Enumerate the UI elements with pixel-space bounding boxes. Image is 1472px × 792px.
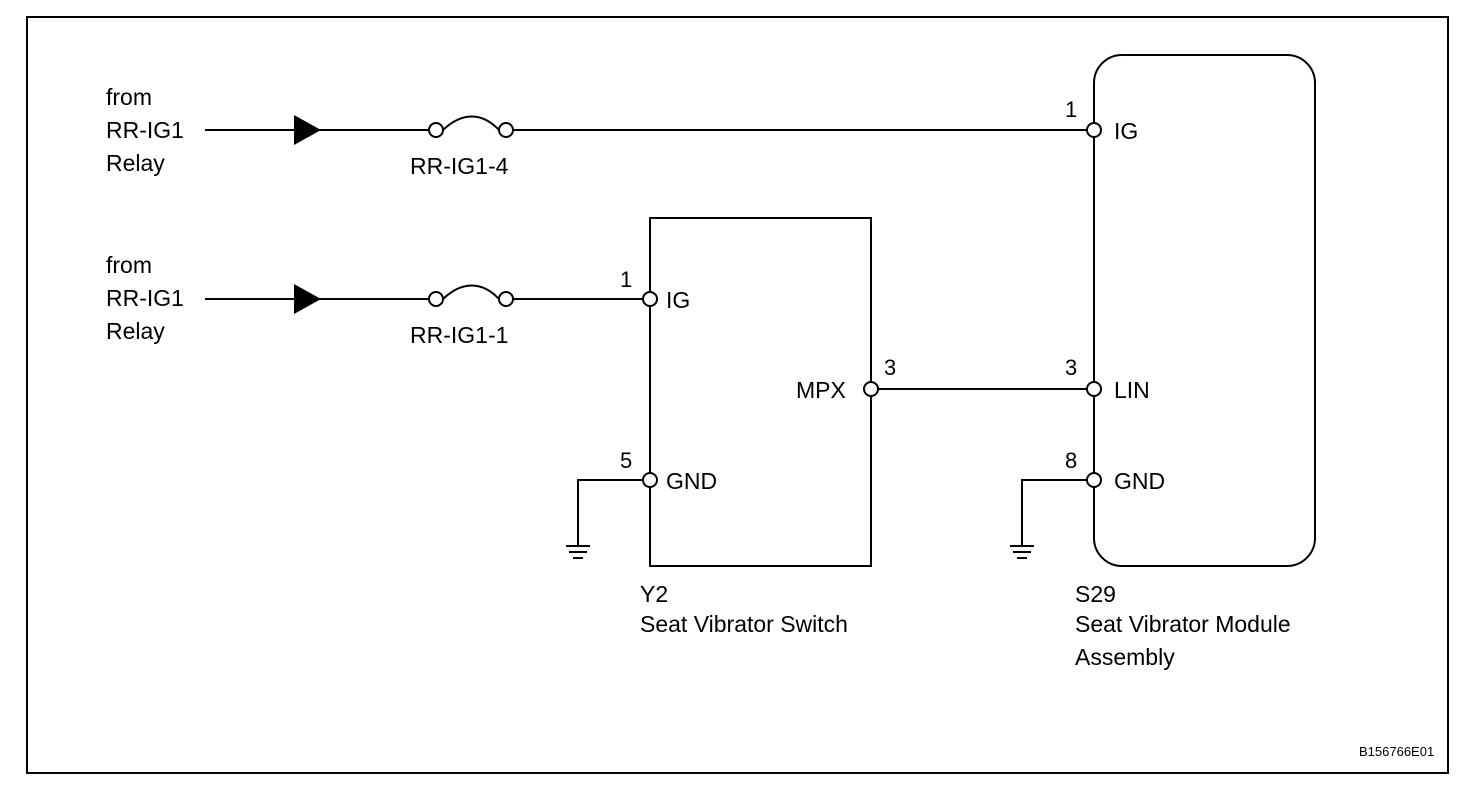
fuse-2-icon — [442, 284, 500, 300]
switch-code: Y2 — [640, 581, 668, 607]
fuse-1-terminal-left — [428, 122, 444, 138]
fuse-1-label: RR-IG1-4 — [410, 153, 509, 179]
module-pin-gnd-name: GND — [1114, 468, 1165, 494]
switch-pin-ig-terminal — [642, 291, 658, 307]
source-2-from: from — [106, 252, 152, 278]
source-2-relay-name: RR-IG1 — [106, 285, 184, 311]
module-name-line2: Assembly — [1075, 644, 1175, 670]
circuit-ig-switch: from RR-IG1 Relay RR-IG1-1 — [106, 252, 643, 348]
switch-name: Seat Vibrator Switch — [640, 611, 848, 637]
switch-ground-icon — [566, 545, 590, 559]
source-2-relay: Relay — [106, 318, 165, 344]
fuse-1-icon — [442, 115, 500, 131]
switch-pin-mpx-number: 3 — [884, 355, 896, 380]
source-1-arrow — [294, 115, 321, 145]
module-pin-lin-terminal — [1086, 381, 1102, 397]
module-pin-lin-name: LIN — [1114, 377, 1150, 403]
source-1-relay: Relay — [106, 150, 165, 176]
seat-vibrator-module: 1 IG 3 LIN 8 GND S29 Seat Vibrator Modul… — [1010, 54, 1316, 670]
source-1-from: from — [106, 84, 152, 110]
switch-ground-wire — [577, 479, 643, 546]
switch-pin-mpx-terminal — [863, 381, 879, 397]
module-code: S29 — [1075, 581, 1116, 607]
module-pin-gnd-number: 8 — [1065, 448, 1077, 473]
switch-pin-gnd-terminal — [642, 472, 658, 488]
switch-pin-ig-number: 1 — [620, 267, 632, 292]
module-pin-ig-name: IG — [1114, 118, 1138, 144]
fuse-2-label: RR-IG1-1 — [410, 322, 508, 348]
module-ground-icon — [1010, 545, 1034, 559]
source-2-arrow — [294, 284, 321, 314]
seat-vibrator-switch: 1 IG 3 MPX 5 GND Y2 Seat Vibrator Switch — [566, 217, 896, 637]
switch-pin-ig-name: IG — [666, 287, 690, 313]
switch-pin-gnd-number: 5 — [620, 448, 632, 473]
module-body — [1093, 54, 1316, 567]
figure-code: B156766E01 — [1359, 744, 1434, 759]
switch-pin-mpx-name: MPX — [796, 377, 846, 403]
circuit-ig-module: from RR-IG1 Relay RR-IG1-4 — [106, 84, 1087, 179]
fuse-1-terminal-right — [498, 122, 514, 138]
source-1-relay-name: RR-IG1 — [106, 117, 184, 143]
switch-pin-gnd-name: GND — [666, 468, 717, 494]
module-pin-gnd-terminal — [1086, 472, 1102, 488]
module-name-line1: Seat Vibrator Module — [1075, 611, 1291, 637]
diagram-frame — [26, 16, 1449, 774]
module-pin-lin-number: 3 — [1065, 355, 1077, 380]
fuse-2-terminal-right — [498, 291, 514, 307]
module-pin-ig-number: 1 — [1065, 97, 1077, 122]
fuse-2-terminal-left — [428, 291, 444, 307]
module-ground-wire — [1021, 479, 1087, 546]
module-pin-ig-terminal — [1086, 122, 1102, 138]
